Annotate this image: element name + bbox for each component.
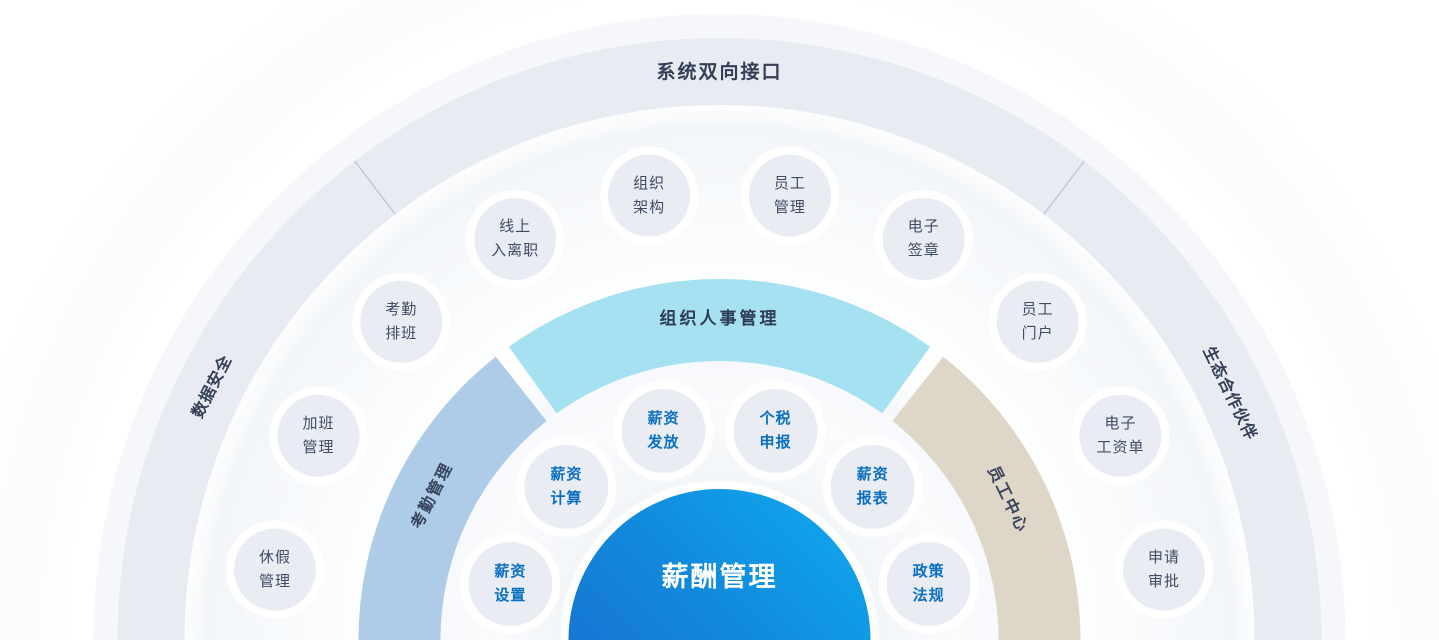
inner-module-circle-tax-filing (725, 380, 826, 481)
inner-module-circle-salary-setup (460, 534, 561, 634)
outer-module-circle-onboarding (466, 190, 565, 288)
outer-module-label-onboarding: 线上 入离职 (491, 218, 540, 259)
outer-module-circle-scheduling (352, 272, 451, 371)
outer-module-circle-employee-mgmt (740, 146, 839, 245)
outer-module-label-overtime: 加班 管理 (302, 414, 335, 456)
center-label: 薪酬管理 (661, 562, 778, 592)
inner-module-circle-policy (878, 534, 979, 634)
inner-module-label-salary-report: 薪资 报表 (856, 465, 889, 507)
inner-module-label-tax-filing: 个税 申报 (759, 409, 792, 451)
outer-module-label-scheduling: 考勤 排班 (385, 300, 418, 342)
inner-module-label-salary-setup: 薪资 设置 (494, 563, 527, 604)
middle-ring-segment-attendance (358, 356, 547, 640)
outer-module-label-employee-mgmt: 员工 管理 (773, 174, 806, 216)
outer-glow-ring (93, 14, 1346, 640)
outer-module-label-approval: 申请 审批 (1147, 548, 1181, 590)
outer-module-circle-esignature (874, 190, 973, 288)
band-divider-left (354, 160, 396, 215)
inner-module-circle-salary-report (822, 436, 923, 537)
outer-module-label-epayslip: 电子 工资单 (1096, 414, 1145, 456)
band-label-system-interface: 系统双向接口 (656, 62, 783, 83)
inner-module-circle-salary-pay (613, 380, 714, 481)
ring-label-hr-management: 组织人事管理 (659, 309, 780, 328)
inner-module-circle-salary-calc (516, 436, 617, 537)
inner-module-label-salary-pay: 薪资 发放 (647, 409, 680, 451)
outer-module-circle-employee-portal (988, 272, 1087, 371)
outer-module-circle-org-structure (600, 146, 699, 245)
inner-module-label-policy: 政策 法规 (912, 563, 945, 604)
inner-module-label-salary-calc: 薪资 计算 (550, 465, 583, 507)
outer-module-circle-epayslip (1071, 386, 1170, 485)
middle-ring-segment-employee-center (892, 356, 1081, 640)
outer-module-label-org-structure: 组织 架构 (633, 174, 666, 216)
outer-module-label-leave: 休假 管理 (258, 548, 292, 590)
middle-ring-segment-hr (508, 279, 931, 414)
outer-module-label-esignature: 电子 签章 (907, 218, 940, 259)
outer-module-circle-overtime (269, 386, 368, 485)
band-divider-right (1043, 160, 1085, 215)
outer-module-circle-leave (226, 520, 324, 619)
outer-module-label-employee-portal: 员工 门户 (1021, 300, 1054, 342)
outer-module-circle-approval (1115, 520, 1213, 619)
outer-band (117, 38, 1322, 640)
center-circle (560, 481, 879, 640)
